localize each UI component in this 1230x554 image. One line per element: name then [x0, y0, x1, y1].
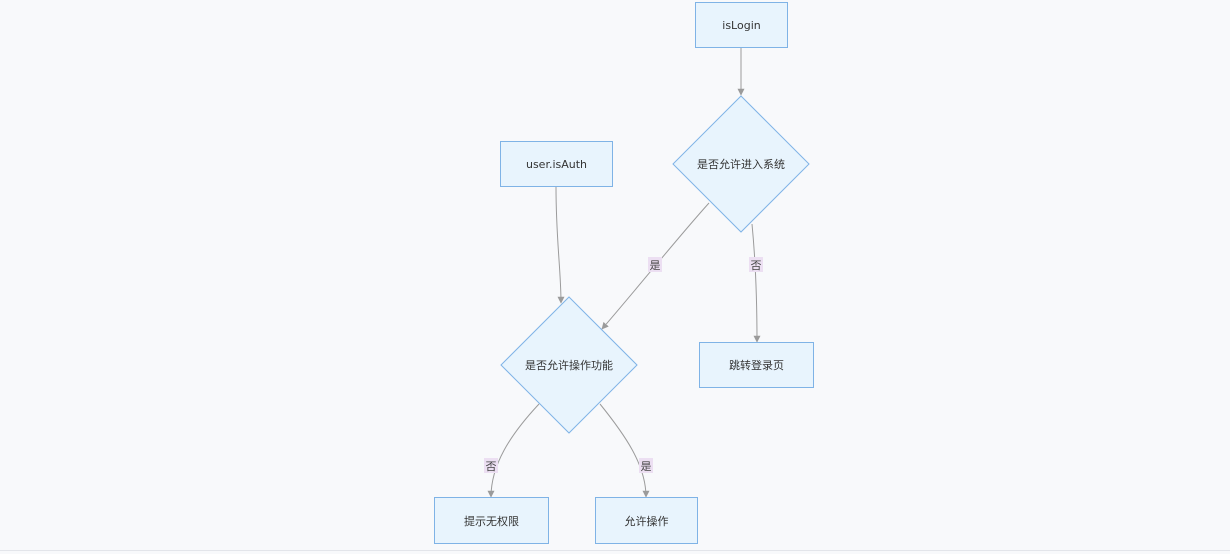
svg-text:是: 是: [641, 460, 652, 473]
node-user-is-auth[interactable]: user.isAuth: [500, 141, 613, 187]
node-allow-action-label: 允许操作: [625, 514, 669, 528]
edge-user-auth-to-allow-operate: [555, 186, 565, 304]
edge-allow-enter-no: [751, 223, 761, 343]
node-no-permission[interactable]: 提示无权限: [434, 497, 549, 544]
edge-allow-operate-yes: [599, 403, 650, 498]
node-no-permission-label: 提示无权限: [464, 515, 519, 528]
node-user-is-auth-label: user.isAuth: [526, 158, 587, 171]
edge-label-enter-no: 否: [749, 257, 763, 272]
edge-label-operate-no: 否: [484, 458, 498, 473]
edge-label-enter-yes: 是: [648, 257, 662, 272]
svg-text:否: 否: [486, 460, 497, 473]
node-goto-login[interactable]: 跳转登录页: [699, 342, 814, 388]
node-is-login-label: isLogin: [722, 19, 760, 32]
node-allow-action[interactable]: 允许操作: [595, 497, 698, 544]
node-allow-operate-decision[interactable]: 是否允许操作功能: [500, 296, 638, 434]
edge-allow-operate-no: [487, 403, 540, 498]
node-is-login[interactable]: isLogin: [695, 2, 788, 48]
node-allow-enter-label: 是否允许进入系统: [697, 157, 785, 171]
node-goto-login-label: 跳转登录页: [729, 358, 784, 372]
svg-text:否: 否: [751, 259, 762, 272]
edge-label-operate-yes: 是: [639, 458, 653, 473]
svg-text:是: 是: [650, 259, 661, 272]
node-allow-operate-label: 是否允许操作功能: [525, 358, 613, 372]
node-allow-enter-decision[interactable]: 是否允许进入系统: [672, 95, 810, 233]
bottom-divider: [0, 550, 1230, 551]
